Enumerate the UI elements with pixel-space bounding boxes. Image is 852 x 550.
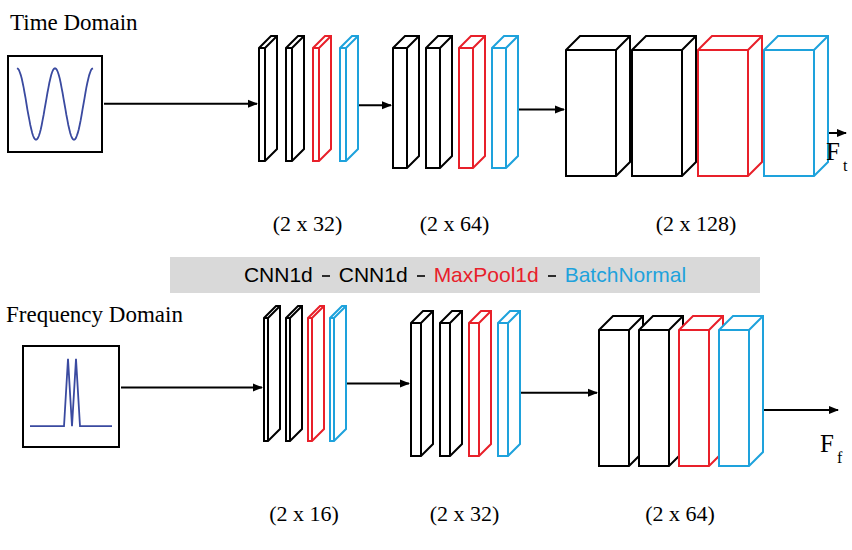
- legend-color: MaxPool1d: [434, 263, 539, 287]
- input-title: Frequency Domain: [6, 302, 183, 328]
- conv-block: (2 x 32): [258, 35, 357, 172]
- signal-box: Time Domain: [7, 55, 103, 153]
- waveform: [9, 57, 101, 151]
- block-size-label: (2 x 64): [645, 501, 715, 527]
- flow-arrow: [121, 387, 262, 389]
- legend-separator: [313, 265, 339, 285]
- legend-text: CNN1d: [339, 263, 408, 286]
- legend-color: CNN1d: [339, 263, 408, 287]
- legend-separator: [539, 265, 565, 285]
- conv-block: (2 x 64): [392, 35, 517, 179]
- layer-stack: [258, 35, 359, 174]
- legend-band: CNN1d CNN1d MaxPool1d BatchNormal: [170, 257, 760, 293]
- output-subscript: f: [837, 449, 842, 467]
- output-feature: F: [820, 430, 834, 458]
- legend-color: CNN1d: [244, 263, 313, 287]
- block-size-label: (2 x 64): [420, 211, 490, 237]
- legend-color: BatchNormal: [565, 263, 686, 287]
- input-title: Time Domain: [10, 10, 138, 36]
- layer-stack: [410, 310, 521, 469]
- block-size-label: (2 x 32): [273, 211, 343, 237]
- flow-arrow: [518, 109, 564, 111]
- waveform: [24, 347, 118, 446]
- flow-arrow: [346, 383, 409, 385]
- block-size-label: (2 x 128): [656, 211, 737, 237]
- conv-block: (2 x 32): [410, 310, 519, 467]
- layer-stack: [392, 35, 519, 181]
- signal-box: Frequency Domain: [22, 345, 120, 448]
- block-size-label: (2 x 32): [430, 501, 500, 527]
- flow-arrow: [520, 392, 597, 394]
- layer-stack: [263, 305, 347, 454]
- layer-stack: [598, 315, 764, 481]
- flow-arrow: [358, 104, 391, 106]
- conv-block: (2 x 128): [565, 35, 827, 189]
- block-size-label: (2 x 16): [269, 501, 339, 527]
- conv-block: (2 x 64): [598, 315, 762, 479]
- output-feature: F: [826, 138, 840, 166]
- legend-text: BatchNormal: [565, 263, 686, 286]
- flow-arrow: [104, 103, 257, 105]
- legend-text: MaxPool1d: [434, 263, 539, 286]
- legend-text: CNN1d: [244, 263, 313, 286]
- layer-stack: [565, 35, 829, 191]
- output-arrow: [760, 409, 838, 411]
- output-subscript: t: [843, 157, 847, 175]
- conv-block: (2 x 16): [263, 305, 345, 452]
- legend-separator: [408, 265, 434, 285]
